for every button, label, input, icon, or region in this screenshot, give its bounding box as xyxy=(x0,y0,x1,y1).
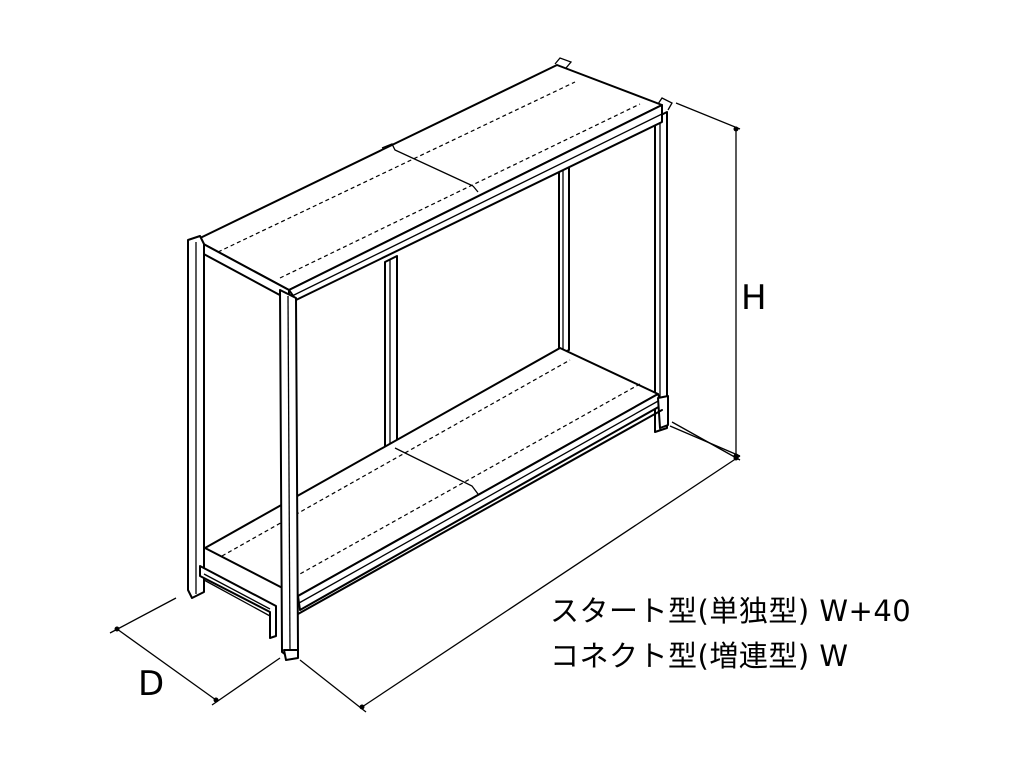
top-panel xyxy=(195,57,673,301)
back-middle-post xyxy=(558,165,570,355)
dimension-d xyxy=(109,597,281,706)
left-side-frame xyxy=(187,235,277,639)
back-left-post xyxy=(384,255,398,449)
width-label-connect-type: コネクト型(増連型) W xyxy=(550,639,849,673)
front-left-post xyxy=(279,289,299,661)
width-label-start-type: スタート型(単独型) W+40 xyxy=(550,594,912,628)
dimension-w xyxy=(299,421,741,713)
dimension-h xyxy=(669,102,741,459)
bottom-panel xyxy=(204,347,669,611)
back-right-post xyxy=(654,111,668,433)
depth-label: D xyxy=(138,664,165,704)
height-label: H xyxy=(741,278,767,318)
front-bottom-rail xyxy=(297,409,663,615)
